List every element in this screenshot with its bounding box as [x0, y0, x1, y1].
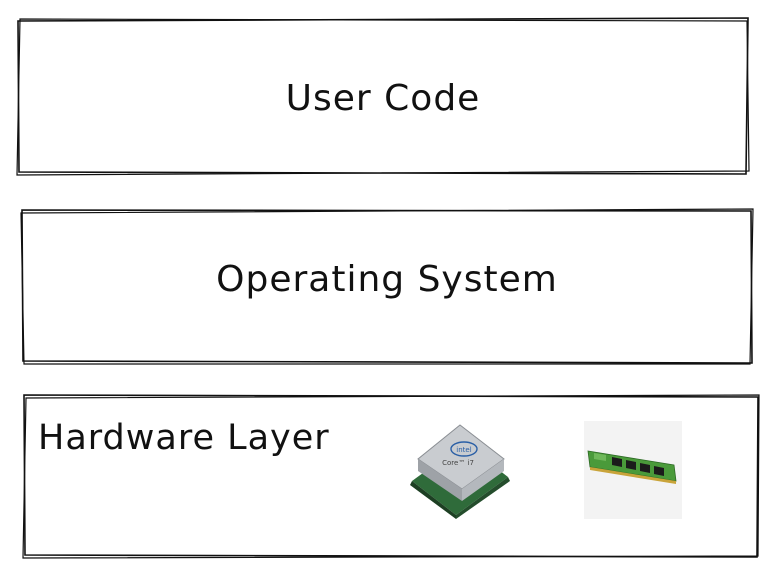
hardware-layer-label: Hardware Layer	[38, 418, 330, 458]
user-code-label: User Code	[285, 78, 481, 119]
user-code-layer-border	[16, 17, 750, 176]
hardware-layer-border	[22, 394, 760, 559]
operating-system-layer: Operating System	[20, 207, 754, 365]
ram-stick-icon	[584, 421, 682, 519]
cpu-brand-text: intel	[456, 446, 471, 454]
operating-system-label: Operating System	[216, 259, 558, 300]
hardware-layer: Hardware Layer intel Core™ i7	[22, 393, 760, 559]
cpu-model-text: Core™ i7	[442, 459, 474, 467]
intel-logo-mark	[450, 441, 478, 457]
operating-system-layer-border	[20, 208, 754, 365]
cpu-icon: intel Core™ i7	[410, 424, 510, 519]
user-code-layer: User Code	[16, 16, 750, 176]
